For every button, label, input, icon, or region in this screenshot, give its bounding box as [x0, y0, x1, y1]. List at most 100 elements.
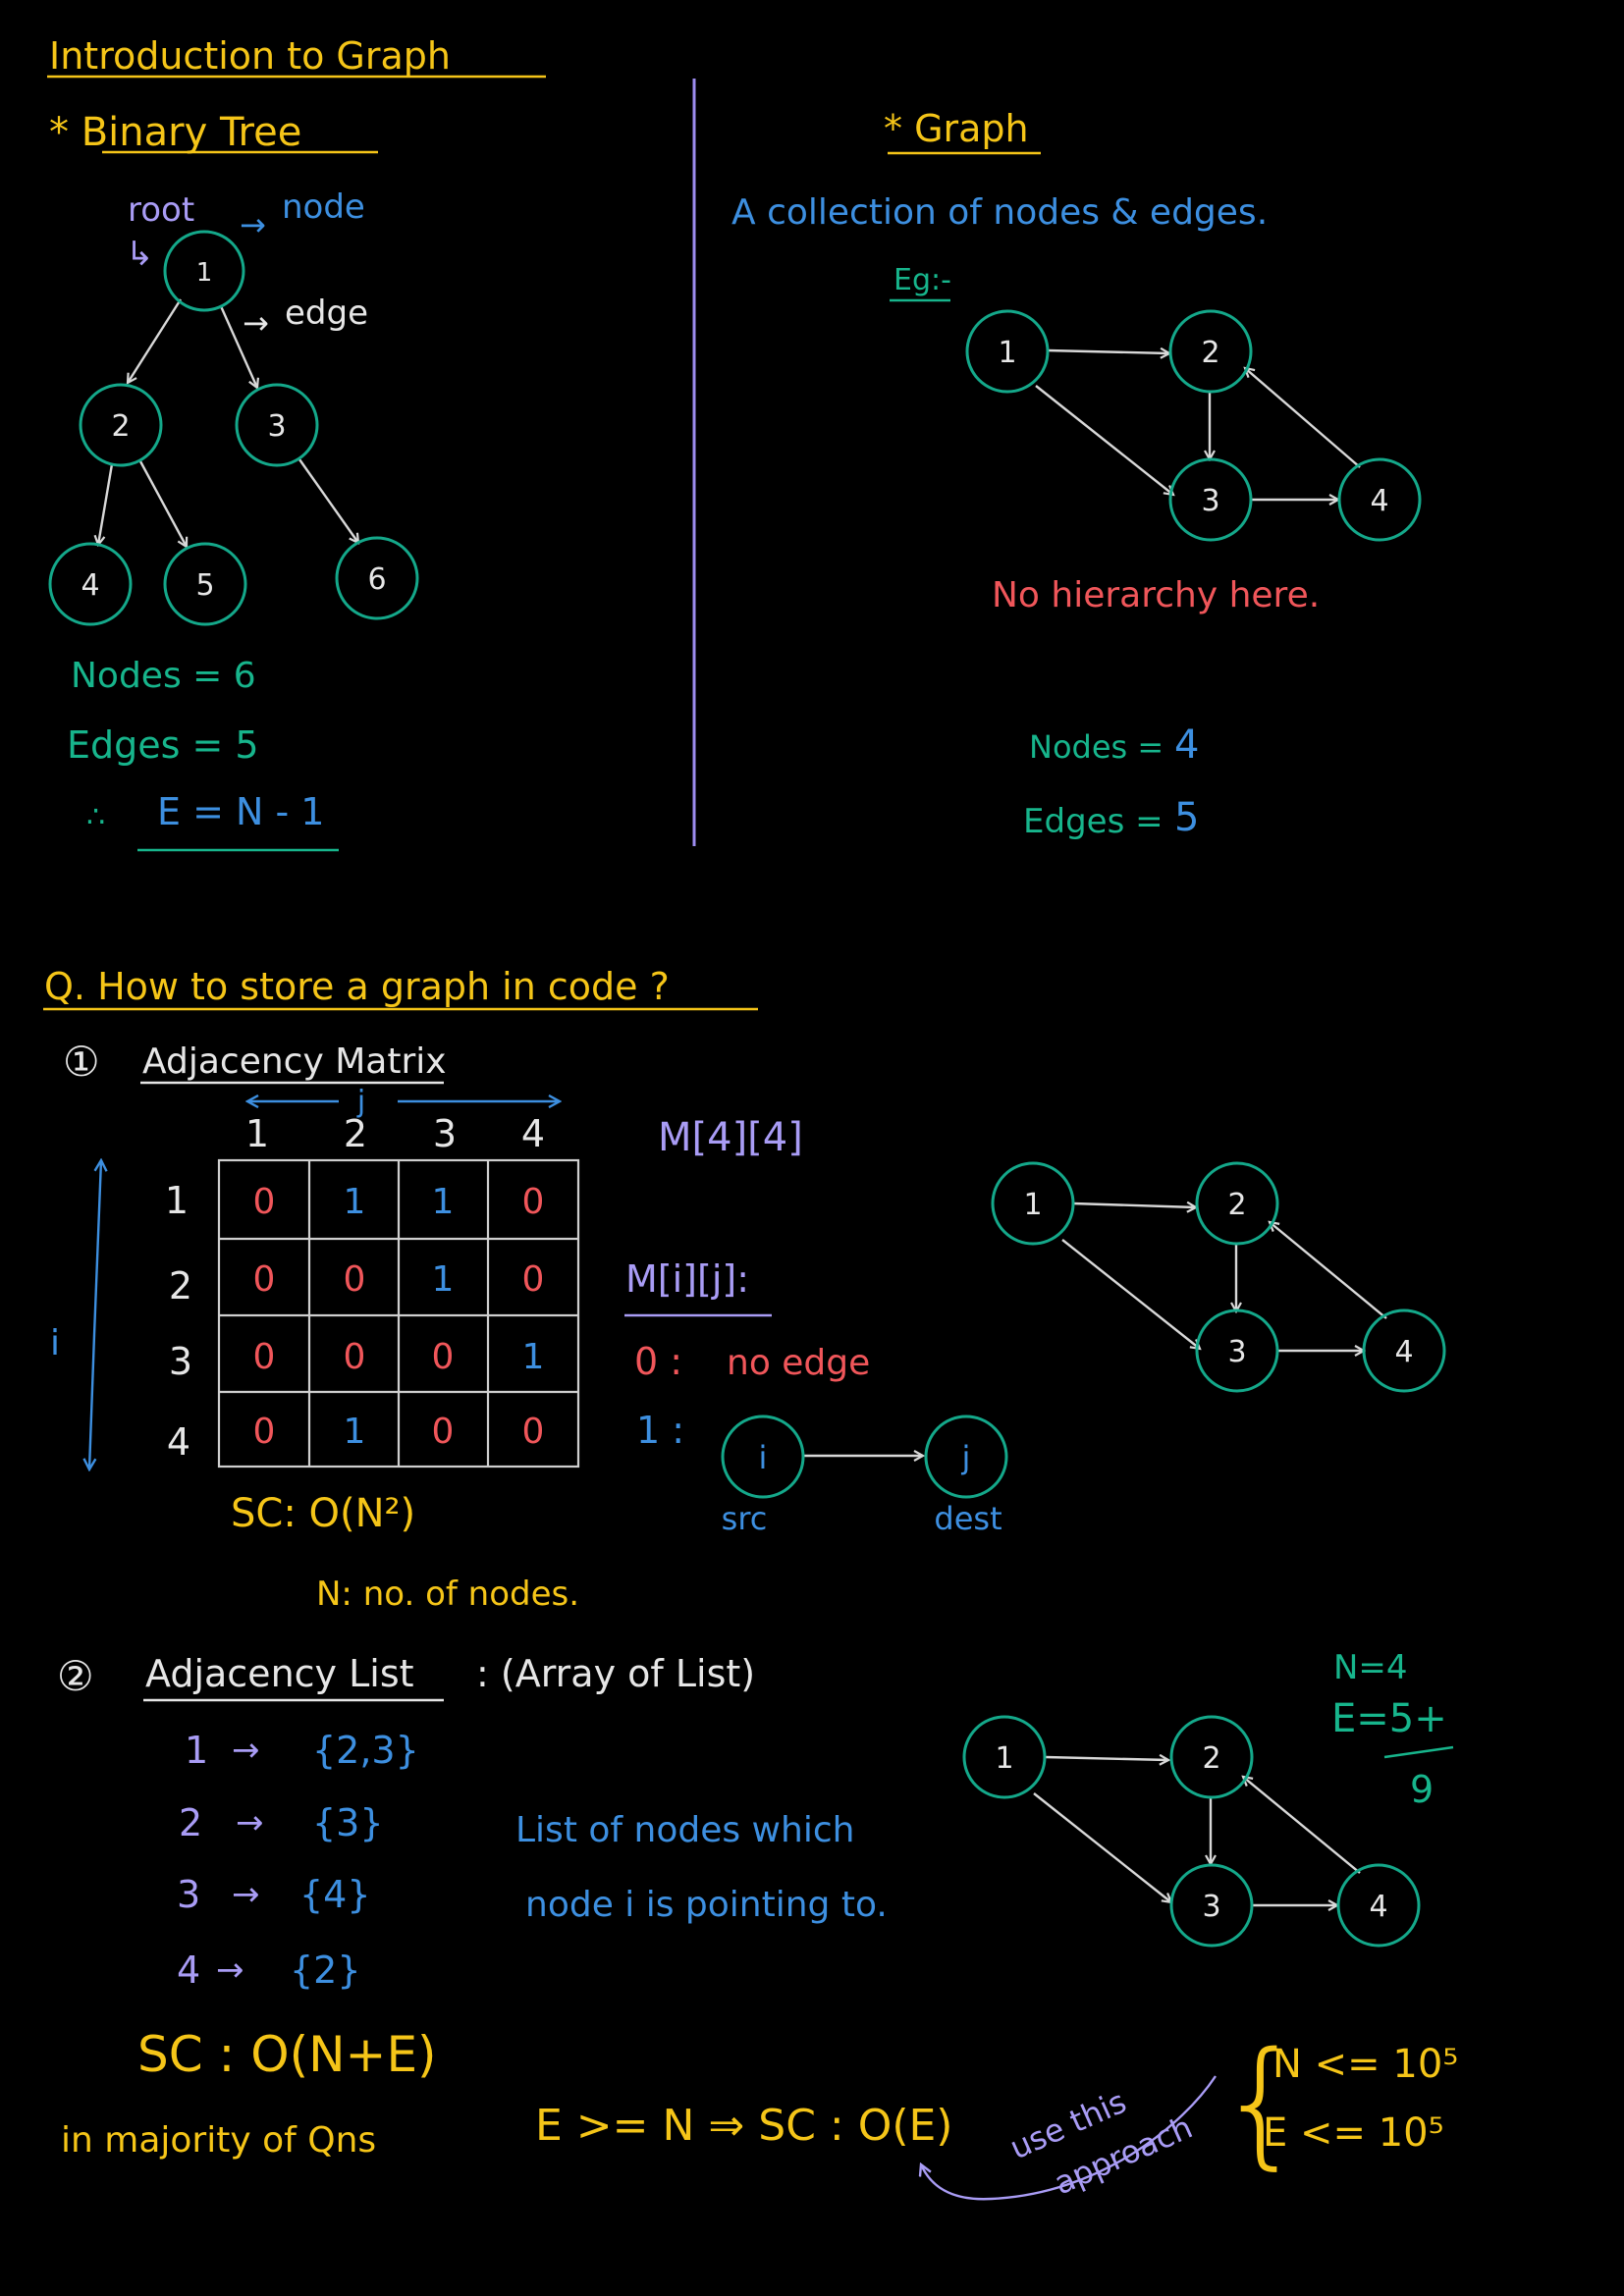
svg-text:j: j: [961, 1439, 971, 1476]
matrix-cell-r4-c4: 0: [522, 1412, 545, 1452]
page-title: Introduction to Graph: [49, 34, 451, 78]
matrix-cell-r4-c2: 1: [344, 1412, 366, 1452]
graph-definition: A collection of nodes & edges.: [731, 192, 1268, 233]
matrix-graph-node-3: 3: [1195, 1308, 1279, 1393]
constraint-n: N <= 10⁵: [1272, 2042, 1458, 2087]
matrix-graph-edge-1-2: [1072, 1203, 1196, 1207]
svg-text:4: 4: [177, 1949, 200, 1992]
tree-node-3: 3: [235, 383, 319, 467]
graph-edge-4-2: [1245, 368, 1361, 468]
svg-text:1: 1: [196, 258, 213, 288]
list-row-1: 1 → {2,3}: [185, 1729, 419, 1772]
matrix-cell-r1-c3: 1: [432, 1182, 455, 1222]
svg-text:→: →: [232, 1731, 260, 1770]
therefore-symbol: ∴: [86, 800, 105, 834]
graph-edge-1-2: [1047, 350, 1169, 353]
matrix-col-header: 1: [245, 1112, 269, 1155]
graph-node-1: 1: [965, 309, 1050, 394]
zero-meaning-text: no edge: [727, 1343, 870, 1383]
svg-text:4: 4: [1370, 484, 1388, 518]
list-graph-node-3: 3: [1169, 1863, 1254, 1948]
list-graph-edge-4-2: [1243, 1777, 1361, 1874]
matrix-graph-node-4: 4: [1362, 1308, 1446, 1393]
svg-text:→: →: [236, 1803, 264, 1842]
list-graph-edge-1-3: [1033, 1792, 1171, 1902]
graph-heading: * Graph: [884, 107, 1029, 150]
matrix-graph-edge-4-2: [1270, 1222, 1387, 1319]
list-graph-node-2: 2: [1169, 1715, 1254, 1799]
svg-text:1: 1: [185, 1729, 208, 1772]
svg-text:4: 4: [1369, 1890, 1387, 1924]
mij-label: M[i][j]:: [625, 1257, 749, 1301]
edge-implication: E >= N ⇒ SC : O(E): [535, 2101, 952, 2151]
matrix-cell-r3-c3: 0: [432, 1337, 455, 1377]
majority-note: in majority of Qns: [61, 2120, 376, 2161]
svg-text:1: 1: [995, 1741, 1013, 1776]
tree-node-5: 5: [163, 542, 247, 626]
calc-sum-line: [1383, 1745, 1454, 1759]
src-label: src: [722, 1500, 768, 1537]
tree-edge-2-4: [98, 463, 114, 545]
matrix-row-header: 4: [167, 1420, 190, 1464]
matrix-cell-r2-c1: 0: [253, 1259, 276, 1300]
no-hierarchy-note: No hierarchy here.: [992, 575, 1320, 615]
tree-edge-3-6: [298, 458, 358, 543]
root-label: root: [128, 190, 194, 230]
matrix-space-complexity: SC: O(N²): [231, 1491, 415, 1536]
matrix-cell-r1-c4: 0: [522, 1182, 545, 1222]
example-label: Eg:-: [893, 263, 951, 297]
node-label: node: [282, 187, 365, 227]
graph-edge-1-3: [1035, 385, 1173, 495]
zero-meaning-key: 0 :: [634, 1340, 682, 1383]
i-arrow-down: [89, 1334, 94, 1469]
tree-node-2: 2: [79, 383, 163, 467]
matrix-cell-r3-c4: 1: [522, 1337, 545, 1377]
adjacency-list-section: ② Adjacency List : (Array of List) 1 → {…: [57, 1648, 1458, 2202]
one-meaning-key: 1 :: [636, 1409, 684, 1452]
svg-text:5: 5: [195, 568, 214, 603]
matrix-col-header: 4: [521, 1112, 545, 1155]
matrix-graph-node-1: 1: [991, 1161, 1075, 1246]
graph-edges-count-value: 5: [1174, 795, 1199, 840]
svg-text:→: →: [216, 1950, 244, 1990]
svg-text:3: 3: [177, 1873, 200, 1916]
svg-text:3: 3: [1202, 1890, 1220, 1924]
graph-node-4: 4: [1337, 457, 1422, 542]
list-space-complexity: SC : O(N+E): [137, 2026, 437, 2083]
svg-text:6: 6: [367, 562, 386, 597]
matrix-cell-r2-c2: 0: [344, 1259, 366, 1300]
matrix-heading: Adjacency Matrix: [142, 1041, 447, 1082]
svg-text:3: 3: [1201, 484, 1219, 518]
root-pointer-icon: ↳: [126, 235, 154, 274]
svg-text:4: 4: [1394, 1335, 1413, 1369]
graph-edges-count-label: Edges =: [1023, 802, 1164, 841]
list-subtitle: : (Array of List): [476, 1652, 755, 1695]
n-meaning: N: no. of nodes.: [316, 1575, 579, 1614]
svg-text:1: 1: [1023, 1188, 1042, 1222]
matrix-cell-r2-c3: 1: [432, 1259, 455, 1300]
list-graph-edge-1-2: [1045, 1757, 1168, 1760]
tree-node-4: 4: [48, 542, 133, 626]
svg-text:{3}: {3}: [312, 1801, 384, 1844]
svg-text:{2}: {2}: [290, 1949, 361, 1992]
i-arrow-up: [92, 1160, 101, 1336]
i-axis-label: i: [50, 1323, 60, 1363]
list-number: ②: [57, 1652, 94, 1700]
svg-text:i: i: [759, 1439, 768, 1476]
list-row-3: 3 → {4}: [177, 1873, 371, 1916]
calc-n: N=4: [1333, 1648, 1408, 1687]
dest-node-j: j: [924, 1415, 1008, 1499]
src-node-i: i: [721, 1415, 805, 1499]
svg-text:3: 3: [267, 409, 286, 444]
adjacency-matrix-section: ① Adjacency Matrix j i 1 2 3 4 1 2 3 4: [50, 1038, 1446, 1614]
matrix-col-header: 2: [344, 1112, 367, 1155]
graph-nodes-count-value: 4: [1174, 722, 1199, 768]
list-row-4: 4 → {2}: [177, 1949, 361, 1992]
list-explanation-line2: node i is pointing to.: [525, 1885, 888, 1925]
list-graph-node-1: 1: [962, 1715, 1047, 1799]
constraint-e: E <= 10⁵: [1263, 2110, 1444, 2156]
svg-text:{4}: {4}: [299, 1873, 371, 1916]
constraint-brace: {: [1218, 2023, 1305, 2183]
